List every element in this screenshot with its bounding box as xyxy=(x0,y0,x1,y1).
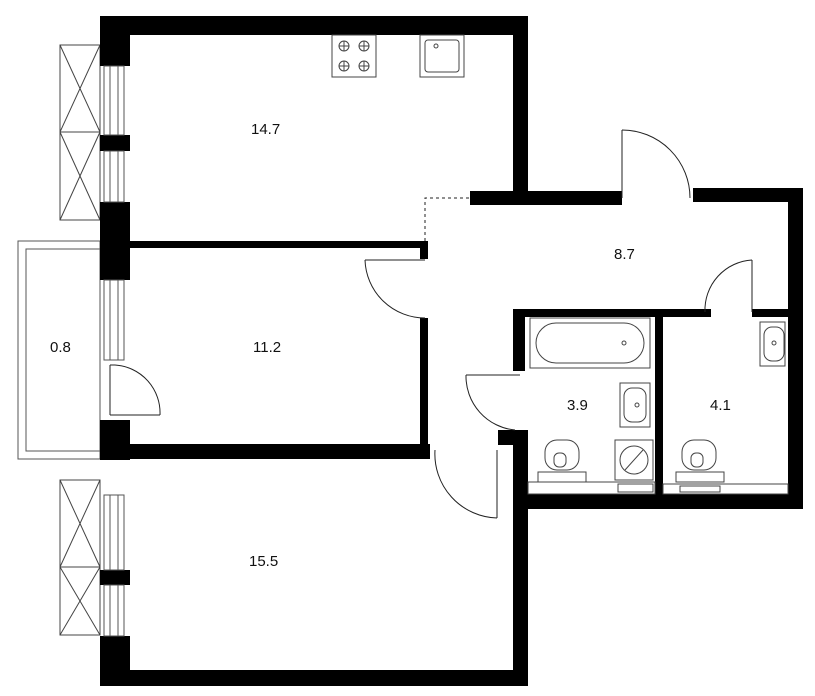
balcony-area-label: 0.8 xyxy=(50,339,71,356)
window-units-left xyxy=(59,44,101,636)
stove xyxy=(331,34,377,78)
bathroom-area-label: 3.9 xyxy=(567,397,588,414)
toilet-area-label: 4.1 xyxy=(710,397,731,414)
kitchen-area-label: 14.7 xyxy=(251,121,280,138)
washing-machine xyxy=(614,439,654,481)
bathroom-toilet xyxy=(537,439,587,483)
bathroom-sink xyxy=(619,382,651,428)
kitchen-sink xyxy=(419,34,465,78)
walls xyxy=(100,16,803,686)
doors xyxy=(109,129,753,519)
living-area-label: 15.5 xyxy=(249,553,278,570)
toilet-bowl xyxy=(675,439,725,483)
bathroom-ducts xyxy=(527,481,656,495)
bedroom-area-label: 11.2 xyxy=(253,339,281,356)
window-panes xyxy=(103,65,125,637)
toilet-sink xyxy=(759,321,786,367)
toilet-ducts xyxy=(662,483,789,495)
balcony-railing xyxy=(17,240,101,460)
bathtub xyxy=(529,317,651,369)
hall-area-label: 8.7 xyxy=(614,246,635,263)
